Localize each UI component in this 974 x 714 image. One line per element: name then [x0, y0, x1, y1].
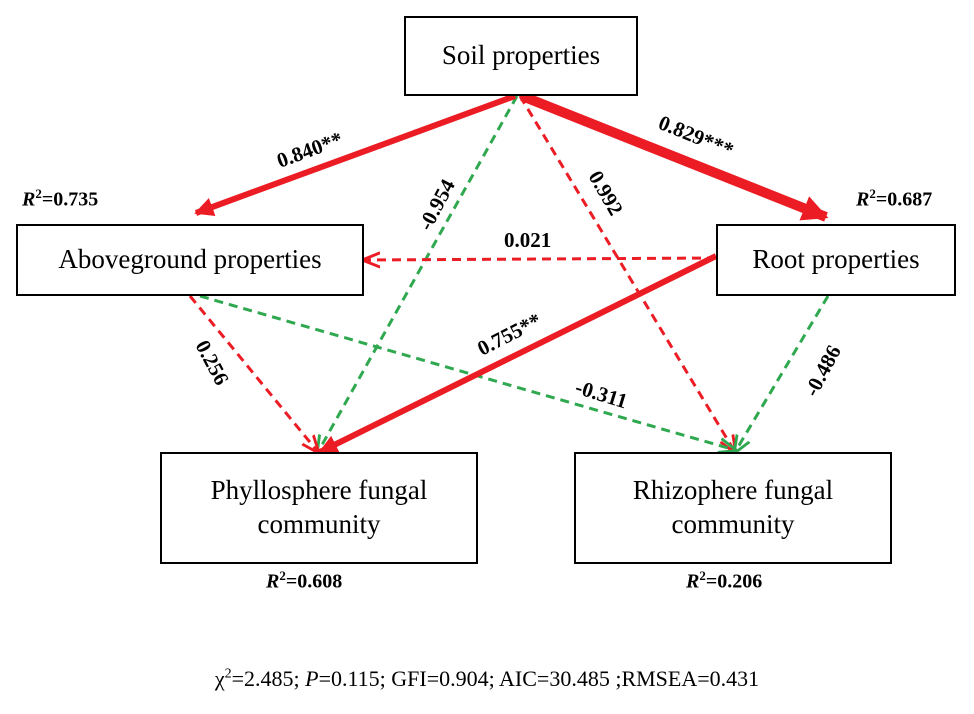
- coef-soil-aboveground: 0.840**: [274, 127, 346, 173]
- chi-square-symbol: χ2: [214, 666, 232, 691]
- coef-root-aboveground: 0.021: [504, 228, 551, 252]
- soil-properties-label: Soil properties: [441, 40, 601, 71]
- phyllosphere-community-box: Phyllosphere fungal community: [160, 452, 478, 564]
- rhizosphere-label-line2: community: [671, 509, 795, 539]
- path-soil-root: [520, 91, 829, 222]
- fit-indices: =0.115; GFI=0.904; AIC=30.485 ;RMSEA=0.4…: [318, 666, 760, 691]
- aboveground-properties-label: Aboveground properties: [58, 244, 322, 275]
- path-soil-aboveground: [194, 93, 517, 217]
- r2-phyllosphere-value: =0.608: [285, 570, 343, 593]
- r2-phyllosphere: R2=0.608: [266, 568, 343, 593]
- r2-root-value: =0.687: [875, 188, 933, 211]
- chi-square-value: =2.485;: [231, 666, 306, 691]
- path-root-rhizosphere: [735, 295, 830, 452]
- model-fit-statistics: χ2=2.485; P=0.115; GFI=0.904; AIC=30.485…: [0, 666, 974, 692]
- path-root-aboveground: [364, 258, 717, 260]
- path-root-phyllosphere: [318, 253, 718, 455]
- root-properties-label: Root properties: [752, 244, 920, 275]
- path-soil-phyllosphere: [318, 95, 519, 452]
- r2-aboveground-value: =0.735: [41, 188, 99, 211]
- r2-rhizosphere: R2=0.206: [686, 568, 763, 593]
- phyllosphere-label-line2: community: [257, 509, 381, 539]
- rhizosphere-community-box: Rhizophere fungal community: [574, 452, 892, 564]
- path-aboveground-phyllosphere: [188, 295, 318, 452]
- p-symbol: P: [305, 666, 319, 691]
- phyllosphere-label-line1: Phyllosphere fungal: [210, 475, 428, 506]
- coef-root-phyllosphere: 0.755**: [473, 308, 545, 360]
- aboveground-properties-box: Aboveground properties: [16, 224, 364, 296]
- rhizosphere-label-line1: Rhizophere fungal: [632, 475, 834, 506]
- coef-soil-phyllosphere: -0.954: [413, 175, 460, 235]
- soil-properties-box: Soil properties: [404, 16, 638, 96]
- root-properties-box: Root properties: [716, 224, 956, 296]
- path-soil-rhizosphere: [518, 95, 735, 452]
- r2-aboveground: R2=0.735: [22, 186, 99, 211]
- r2-root: R2=0.687: [856, 186, 933, 211]
- coef-aboveground-phyllosphere: 0.256: [191, 336, 234, 389]
- coef-aboveground-rhizosphere: -0.311: [573, 375, 631, 413]
- path-aboveground-rhizosphere: [199, 294, 735, 450]
- r2-rhizosphere-value: =0.206: [705, 570, 763, 593]
- coef-root-rhizosphere: -0.486: [799, 341, 846, 400]
